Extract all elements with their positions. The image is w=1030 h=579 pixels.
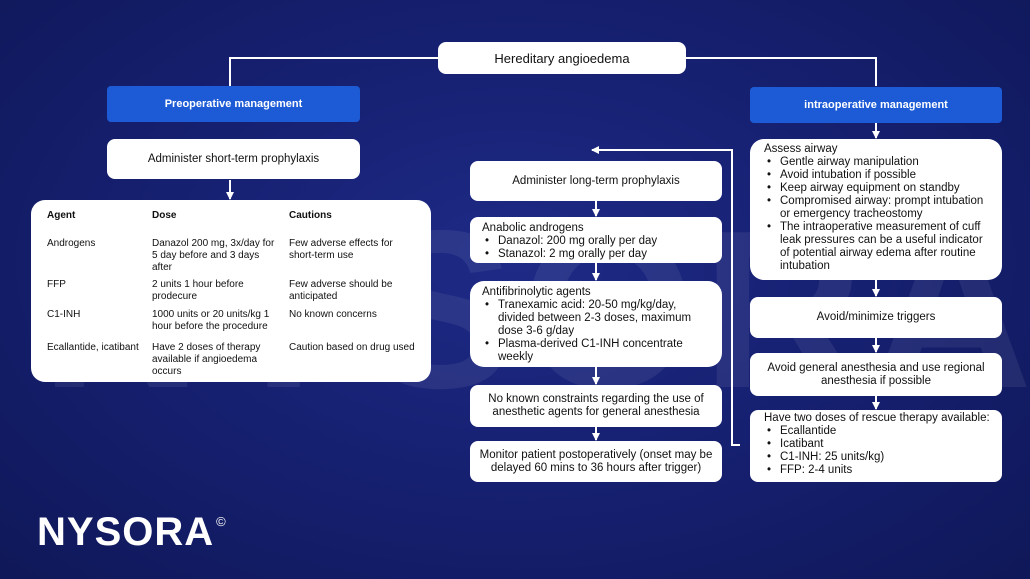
antifibrinolytic-title: Antifibrinolytic agents [482, 286, 591, 298]
table-cell-cautions: Caution based on drug used [289, 342, 415, 353]
table-header-cautions: Cautions [289, 210, 332, 221]
no-constraints-label: No known constraints regarding the use o… [488, 393, 704, 418]
short-term-prophylaxis-node: Administer short-term prophylaxis [107, 139, 360, 179]
logo-text: NYSORA [37, 510, 215, 554]
avoid-general-anesthesia-label: Avoid general anesthesia and use regiona… [767, 361, 985, 387]
table-cell-agent: Androgens [47, 238, 96, 249]
table-header-dose: Dose [152, 210, 177, 221]
preoperative-header: Preoperative management [107, 86, 360, 122]
table-cell-cautions: Few adverse should be anticipated [289, 279, 393, 302]
long-term-prophylaxis-node: Administer long-term prophylaxis [470, 161, 722, 201]
table-cell-dose: 1000 units or 20 units/kg 1 hour before … [152, 309, 270, 332]
list-item: C1-INH: 25 units/kg) [767, 451, 992, 464]
list-item: Keep airway equipment on standby [767, 182, 992, 195]
copyright-mark: © [216, 514, 227, 529]
root-label: Hereditary angioedema [494, 50, 630, 66]
list-item: Danazol: 200 mg orally per day [485, 235, 710, 248]
monitor-label: Monitor patient postoperatively (onset m… [479, 448, 713, 474]
preoperative-header-label: Preoperative management [164, 98, 303, 110]
table-header-agent: Agent [47, 210, 76, 221]
no-constraints-node: No known constraints regarding the use o… [470, 385, 722, 427]
intraoperative-header: intraoperative management [750, 87, 1002, 123]
list-item: Gentle airway manipulation [767, 156, 992, 169]
assess-airway-node: Assess airway Gentle airway manipulation… [750, 139, 1002, 280]
avoid-triggers-label: Avoid/minimize triggers [816, 311, 936, 323]
prophylaxis-table: Agent Dose Cautions Androgens Danazol 20… [31, 200, 431, 382]
anabolic-androgens-node: Anabolic androgens Danazol: 200 mg orall… [470, 217, 722, 263]
list-item: FFP: 2-4 units [767, 464, 992, 477]
table-cell-dose: Danazol 200 mg, 3x/day for 5 day before … [152, 238, 275, 273]
rescue-therapy-node: Have two doses of rescue therapy availab… [750, 410, 1002, 482]
list-item: Stanazol: 2 mg orally per day [485, 248, 710, 261]
table-cell-dose: Have 2 doses of therapy available if ang… [152, 342, 261, 377]
list-item: Plasma-derived C1-INH concentrate weekly [485, 338, 710, 364]
rescue-therapy-title: Have two doses of rescue therapy availab… [764, 412, 990, 424]
list-item: The intraoperative measurement of cuff l… [767, 221, 992, 273]
antifibrinolytic-node: Antifibrinolytic agents Tranexamic acid:… [470, 281, 722, 367]
table-cell-cautions: Few adverse effects for short-term use [289, 238, 393, 261]
list-item: Tranexamic acid: 20-50 mg/kg/day, divide… [485, 299, 710, 338]
table-cell-dose: 2 units 1 hour before prodecure [152, 279, 244, 302]
table-cell-agent: C1-INH [47, 309, 81, 320]
avoid-triggers-node: Avoid/minimize triggers [750, 297, 1002, 338]
nysora-logo: NYSORA© [37, 510, 227, 555]
assess-airway-title: Assess airway [764, 143, 838, 155]
intraoperative-header-label: intraoperative management [804, 99, 948, 111]
monitor-node: Monitor patient postoperatively (onset m… [470, 441, 722, 482]
table-cell-cautions: No known concerns [289, 309, 377, 320]
list-item: Icatibant [767, 438, 992, 451]
long-term-prophylaxis-label: Administer long-term prophylaxis [512, 174, 680, 187]
list-item: Ecallantide [767, 425, 992, 438]
root-node: Hereditary angioedema [438, 42, 686, 74]
table-cell-agent: Ecallantide, icatibant [47, 342, 139, 353]
list-item: Avoid intubation if possible [767, 169, 992, 182]
list-item: Compromised airway: prompt intubation or… [767, 195, 992, 221]
short-term-prophylaxis-label: Administer short-term prophylaxis [147, 152, 320, 165]
table-cell-agent: FFP [47, 279, 66, 290]
avoid-general-anesthesia-node: Avoid general anesthesia and use regiona… [750, 353, 1002, 396]
anabolic-androgens-title: Anabolic androgens [482, 222, 584, 234]
